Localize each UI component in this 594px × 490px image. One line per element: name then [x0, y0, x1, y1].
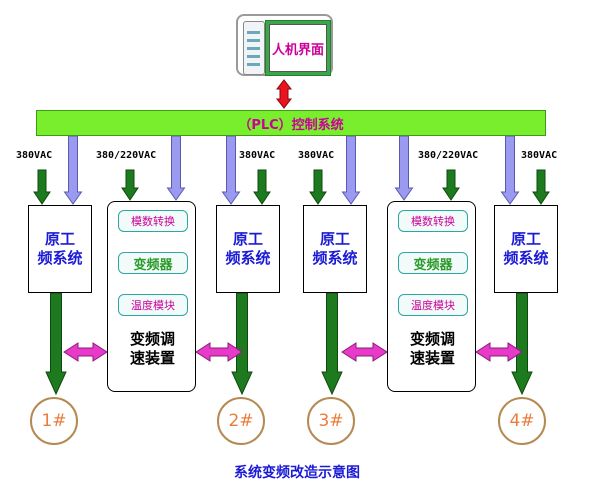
original-system-3: 原工频系统 — [303, 205, 367, 293]
hmi-label: 人机界面 — [269, 24, 327, 72]
voltage-label-6: 380VAC — [521, 150, 558, 161]
diagram-caption: 系统变频改造示意图 — [234, 465, 360, 481]
original-system-4: 原工频系统 — [494, 205, 558, 293]
power-input-arrow-2 — [121, 169, 139, 201]
voltage-label-5: 380/220VAC — [418, 150, 479, 161]
motor-feed-arrow-1 — [45, 292, 67, 396]
vfd-unit-2: 模数转换 变频器 温度模块 变频调速装置 — [387, 201, 476, 392]
power-input-arrow-6 — [532, 169, 550, 205]
hmi-plc-link-arrow — [275, 79, 293, 109]
motor-feed-arrow-4 — [511, 292, 533, 396]
plc-control-system: （PLC）控制系统 — [36, 110, 546, 136]
vfd-title: 变频调速装置 — [129, 330, 175, 367]
vfd-link-arrow-4 — [475, 342, 523, 362]
inverter-module: 变频器 — [118, 252, 188, 274]
ad-converter-module: 模数转换 — [398, 210, 468, 232]
vfd-link-arrow-3 — [341, 342, 388, 362]
vfd-unit-1: 模数转换 变频器 温度模块 变频调速装置 — [107, 201, 196, 392]
motor-3: 3# — [307, 397, 355, 445]
motor-feed-arrow-2 — [231, 292, 253, 396]
hmi-keypad-icon — [243, 21, 265, 75]
power-input-arrow-4 — [309, 169, 327, 205]
power-input-arrow-3 — [253, 169, 271, 205]
vfd-title: 变频调速装置 — [409, 330, 455, 367]
vfd-link-arrow-2 — [195, 342, 243, 362]
voltage-label-3: 380VAC — [239, 150, 276, 161]
plc-signal-arrow-5 — [394, 135, 414, 201]
motor-2: 2# — [217, 397, 265, 445]
hmi-screen: 人机界面 — [265, 20, 331, 76]
power-input-arrow-5 — [442, 169, 460, 201]
plc-signal-arrow-4 — [341, 135, 361, 205]
motor-4: 4# — [498, 397, 546, 445]
temperature-module: 温度模块 — [118, 294, 188, 316]
plc-signal-arrow-3 — [221, 135, 241, 205]
voltage-label-1: 380VAC — [16, 150, 53, 161]
original-system-2: 原工频系统 — [216, 205, 280, 293]
voltage-label-2: 380/220VAC — [96, 150, 157, 161]
power-input-arrow-1 — [33, 169, 51, 205]
hmi-terminal: 人机界面 — [236, 14, 333, 76]
voltage-label-4: 380VAC — [298, 150, 335, 161]
motor-feed-arrow-3 — [321, 292, 343, 396]
inverter-module: 变频器 — [398, 252, 468, 274]
plc-signal-arrow-1 — [63, 135, 83, 205]
plc-signal-arrow-2 — [166, 135, 186, 201]
ad-converter-module: 模数转换 — [118, 210, 188, 232]
vfd-link-arrow-1 — [63, 342, 108, 362]
plc-signal-arrow-6 — [500, 135, 520, 205]
motor-1: 1# — [30, 397, 78, 445]
temperature-module: 温度模块 — [398, 294, 468, 316]
original-system-1: 原工频系统 — [28, 205, 92, 293]
